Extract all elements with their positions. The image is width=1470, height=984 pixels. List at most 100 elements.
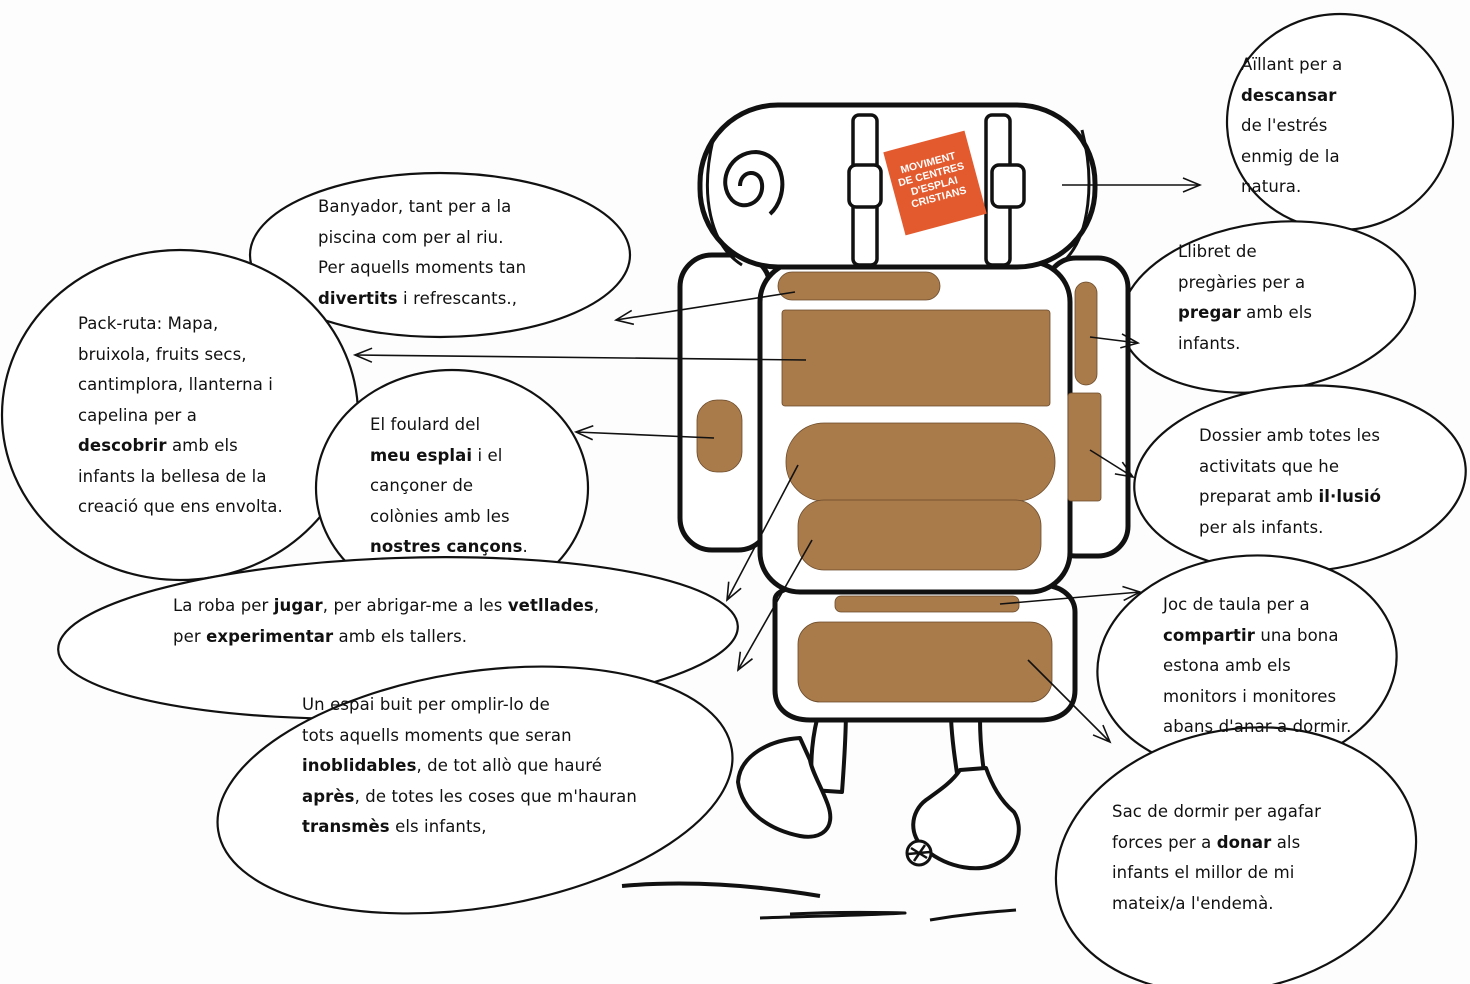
- text-segment: , de tot allò que hauré: [416, 756, 601, 775]
- text-segment: forces per a: [1112, 833, 1217, 852]
- bold-keyword: experimentar: [206, 627, 333, 646]
- text-segment: pregàries per a: [1178, 273, 1305, 292]
- text-segment: infants la bellesa de la: [78, 467, 267, 486]
- bubble-line: descansar: [1241, 81, 1342, 112]
- bubble-line: pregar amb els: [1178, 298, 1312, 329]
- bubble-line: cançoner de: [370, 471, 528, 502]
- text-segment: els infants,: [390, 817, 487, 836]
- bubble-line: preparat amb il·lusió: [1199, 482, 1381, 513]
- text-segment: monitors i monitores: [1163, 687, 1336, 706]
- text-segment: i el: [472, 446, 502, 465]
- bold-keyword: pregar: [1178, 303, 1241, 322]
- bubble-joc-text: Joc de taula per a compartir una bona esto…: [1163, 590, 1352, 743]
- bold-keyword: divertits: [318, 289, 398, 308]
- bubble-line: monitors i monitores: [1163, 682, 1352, 713]
- bubble-foulard-text: El foulard del meu esplai i el cançoner de…: [370, 410, 528, 563]
- text-segment: Per aquells moments tan: [318, 258, 526, 277]
- text-segment: La roba per: [173, 596, 274, 615]
- bold-keyword: descobrir: [78, 436, 167, 455]
- bold-keyword: transmès: [302, 817, 390, 836]
- text-segment: enmig de la: [1241, 147, 1340, 166]
- text-segment: cançoner de: [370, 476, 473, 495]
- bubble-line: Dossier amb totes les: [1199, 421, 1381, 452]
- text-segment: capelina per a: [78, 406, 197, 425]
- text-segment: piscina com per al riu.: [318, 228, 504, 247]
- text-segment: colònies amb les: [370, 507, 510, 526]
- bubble-line: tots aquells moments que seran: [302, 721, 637, 752]
- bubble-line: Joc de taula per a: [1163, 590, 1352, 621]
- text-segment: Sac de dormir per agafar: [1112, 802, 1321, 821]
- text-segment: Aïllant per a: [1241, 55, 1342, 74]
- bold-keyword: compartir: [1163, 626, 1255, 645]
- bubble-line: estona amb els: [1163, 651, 1352, 682]
- text-segment: Un espai buit per omplir-lo de: [302, 695, 550, 714]
- text-segment: bruixola, fruits secs,: [78, 345, 247, 364]
- bubble-line: Sac de dormir per agafar: [1112, 797, 1321, 828]
- bubble-aillant-text: Aïllant per a descansar de l'estrés enmig d…: [1241, 50, 1342, 203]
- text-segment: amb els: [1241, 303, 1312, 322]
- text-segment: una bona: [1255, 626, 1339, 645]
- hiking-boot-icon: [738, 708, 1019, 868]
- text-segment: Banyador, tant per a la: [318, 197, 511, 216]
- bubble-line: per experimentar amb els tallers.: [173, 622, 599, 653]
- bubble-line: creació que ens envolta.: [78, 492, 283, 523]
- text-segment: per: [173, 627, 206, 646]
- text-segment: activitats que he: [1199, 457, 1339, 476]
- bubble-line: abans d'anar a dormir.: [1163, 712, 1352, 743]
- bubble-line: enmig de la: [1241, 142, 1342, 173]
- text-segment: natura.: [1241, 177, 1301, 196]
- bubble-line: activitats que he: [1199, 452, 1381, 483]
- text-segment: preparat amb: [1199, 487, 1318, 506]
- bubble-packruta-text: Pack-ruta: Mapa, bruixola, fruits secs, ca…: [78, 309, 283, 523]
- text-segment: infants.: [1178, 334, 1241, 353]
- text-segment: amb els tallers.: [333, 627, 467, 646]
- bubble-line: de l'estrés: [1241, 111, 1342, 142]
- bubble-line: colònies amb les: [370, 502, 528, 533]
- bold-keyword: inoblidables: [302, 756, 416, 775]
- bubble-roba-text: La roba per jugar, per abrigar-me a les …: [173, 591, 599, 652]
- bubble-line: après, de totes les coses que m'hauran: [302, 782, 637, 813]
- bubble-sac-text: Sac de dormir per agafar forces per a don…: [1112, 797, 1321, 919]
- bubble-line: cantimplora, llanterna i: [78, 370, 283, 401]
- bubble-line: Llibret de: [1178, 237, 1312, 268]
- text-segment: amb els: [167, 436, 238, 455]
- bubble-line: inoblidables, de tot allò que hauré: [302, 751, 637, 782]
- bubble-espai-text: Un espai buit per omplir-lo de tots aquel…: [302, 690, 637, 843]
- bubble-line: meu esplai i el: [370, 441, 528, 472]
- text-segment: .: [523, 537, 528, 556]
- bubble-line: transmès els infants,: [302, 812, 637, 843]
- text-segment: abans d'anar a dormir.: [1163, 717, 1352, 736]
- text-segment: als: [1271, 833, 1300, 852]
- text-segment: cantimplora, llanterna i: [78, 375, 273, 394]
- bubble-line: capelina per a: [78, 401, 283, 432]
- text-segment: Joc de taula per a: [1163, 595, 1310, 614]
- bubble-line: bruixola, fruits secs,: [78, 340, 283, 371]
- bubble-line: natura.: [1241, 172, 1342, 203]
- bubble-line: infants el millor de mi: [1112, 858, 1321, 889]
- bold-keyword: nostres cançons: [370, 537, 523, 556]
- bubble-line: infants.: [1178, 329, 1312, 360]
- text-segment: , de totes les coses que m'hauran: [355, 787, 637, 806]
- text-segment: infants el millor de mi: [1112, 863, 1295, 882]
- bold-keyword: meu esplai: [370, 446, 472, 465]
- bubble-line: mateix/a l'endemà.: [1112, 889, 1321, 920]
- text-segment: Dossier amb totes les: [1199, 426, 1380, 445]
- bubble-line: per als infants.: [1199, 513, 1381, 544]
- bubble-line: nostres cançons.: [370, 532, 528, 563]
- text-segment: El foulard del: [370, 415, 480, 434]
- bubble-line: Banyador, tant per a la: [318, 192, 526, 223]
- bubble-line: Pack-ruta: Mapa,: [78, 309, 283, 340]
- text-segment: ,: [594, 596, 599, 615]
- text-segment: de l'estrés: [1241, 116, 1327, 135]
- bubble-line: compartir una bona: [1163, 621, 1352, 652]
- bold-keyword: donar: [1217, 833, 1272, 852]
- bubble-line: forces per a donar als: [1112, 828, 1321, 859]
- bold-keyword: jugar: [274, 596, 323, 615]
- bubble-line: Un espai buit per omplir-lo de: [302, 690, 637, 721]
- text-segment: Pack-ruta: Mapa,: [78, 314, 218, 333]
- bold-keyword: il·lusió: [1318, 487, 1381, 506]
- text-segment: estona amb els: [1163, 656, 1291, 675]
- text-segment: per als infants.: [1199, 518, 1324, 537]
- bubble-dossier-text: Dossier amb totes les activitats que he pr…: [1199, 421, 1381, 543]
